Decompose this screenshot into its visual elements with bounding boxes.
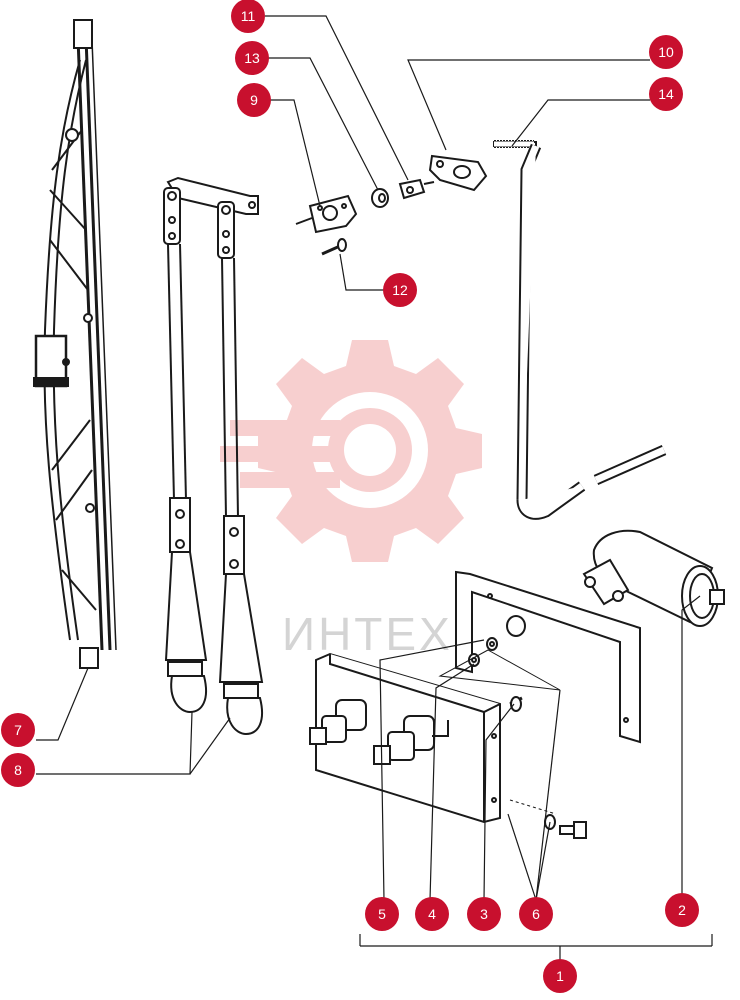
callout-12: 12	[383, 273, 417, 307]
callout-11: 11	[231, 0, 265, 33]
callout-8-label: 8	[14, 762, 22, 778]
callout-2-label: 2	[678, 902, 686, 918]
callout-10: 10	[649, 35, 683, 69]
callout-7-label: 7	[14, 722, 22, 738]
callout-4: 4	[415, 897, 449, 931]
callout-7: 7	[1, 713, 35, 747]
callouts: 11 13 9 12 10 14 7 8	[1, 0, 699, 993]
callout-6: 6	[519, 897, 553, 931]
callout-12-label: 12	[392, 282, 408, 298]
callout-3-label: 3	[480, 906, 488, 922]
callout-8: 8	[1, 753, 35, 787]
watermark-logo	[220, 340, 482, 562]
callout-1: 1	[543, 959, 577, 993]
callout-14-label: 14	[658, 86, 674, 102]
callout-1-label: 1	[556, 968, 564, 984]
leader-lines	[36, 15, 713, 960]
wiper-arms	[163, 176, 264, 736]
callout-9-label: 9	[250, 92, 258, 108]
callout-14: 14	[649, 77, 683, 111]
callout-5: 5	[365, 897, 399, 931]
wiper-motor	[582, 529, 725, 627]
watermark-text: ИНТЕХ	[282, 608, 453, 660]
callout-11-label: 11	[241, 8, 256, 24]
callout-10-label: 10	[658, 44, 674, 60]
callout-2: 2	[665, 893, 699, 927]
wiper-blade	[33, 19, 117, 669]
callout-13: 13	[235, 41, 269, 75]
callout-3: 3	[467, 897, 501, 931]
linkage-small-parts	[295, 154, 488, 256]
callout-9: 9	[237, 83, 271, 117]
callout-5-label: 5	[378, 906, 386, 922]
callout-6-label: 6	[532, 906, 540, 922]
callout-13-label: 13	[244, 50, 260, 66]
callout-4-label: 4	[428, 906, 436, 922]
drive-rod	[493, 140, 667, 520]
